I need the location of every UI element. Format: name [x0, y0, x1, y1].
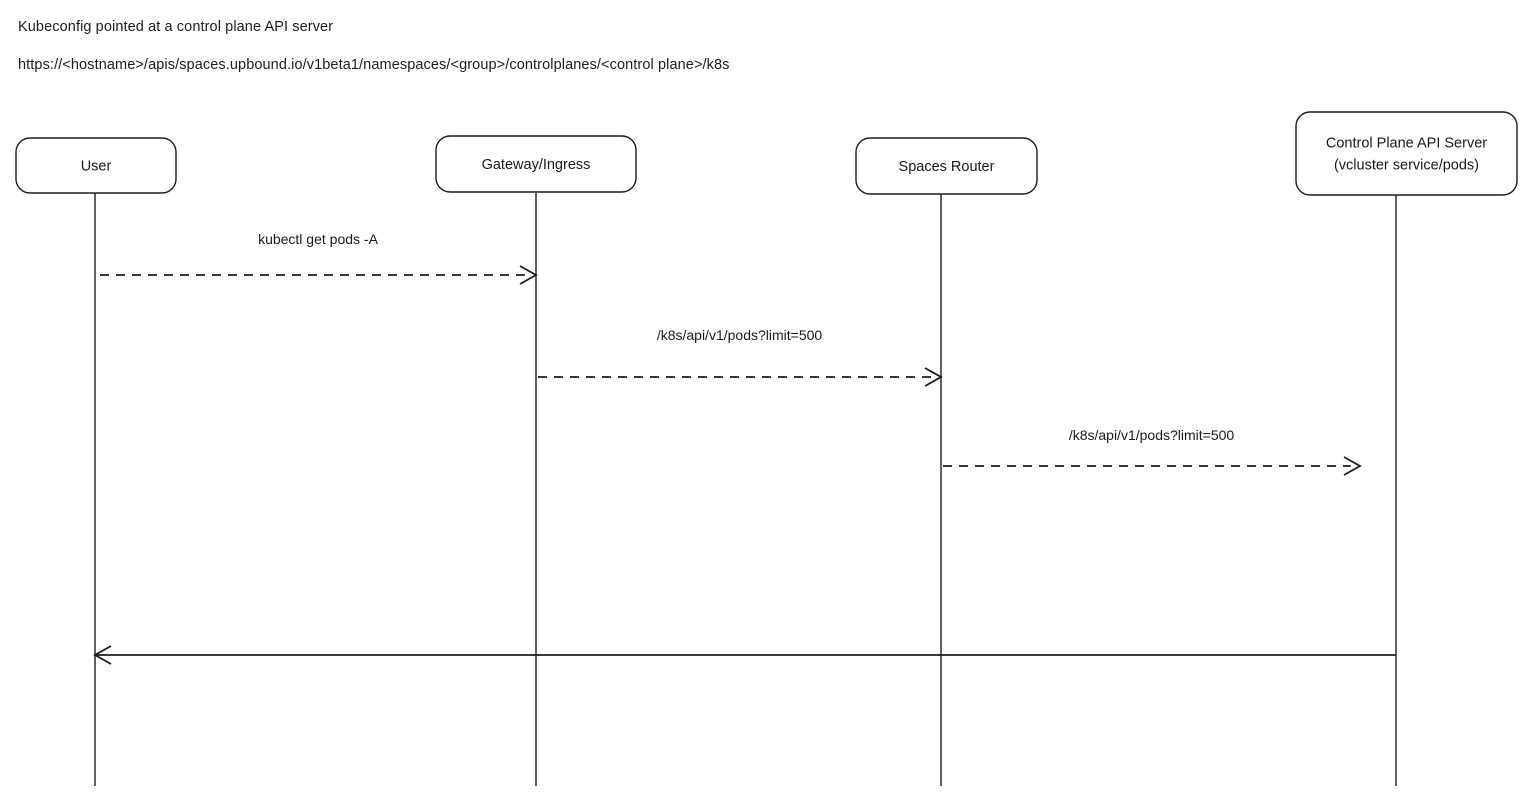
actor-box-control-plane[interactable] [1295, 111, 1518, 196]
msg-2-label: /k8s/api/v1/pods?limit=500 [657, 327, 823, 343]
actor-sublabel-control-plane: (vcluster service/pods) [1334, 157, 1479, 173]
msg-2[interactable]: /k8s/api/v1/pods?limit=500 [538, 327, 943, 387]
msg-3[interactable]: /k8s/api/v1/pods?limit=500 [943, 427, 1362, 476]
msg-2-arrowhead [924, 367, 943, 387]
actor-box-user[interactable] [15, 137, 177, 194]
msg-1[interactable]: kubectl get pods -A [100, 231, 538, 285]
actor-spaces-router[interactable]: Spaces Router [855, 137, 1038, 195]
actor-control-plane[interactable]: Control Plane API Server (vcluster servic… [1295, 111, 1518, 196]
msg-4-arrowhead [93, 645, 112, 665]
actor-box-spaces-router[interactable] [855, 137, 1038, 195]
actor-user[interactable]: User [15, 137, 177, 194]
note-kubeconfig-title: Kubeconfig pointed at a control plane AP… [18, 19, 334, 35]
actor-label-spaces-router: Spaces Router [899, 159, 995, 175]
actor-label-user: User [81, 158, 112, 174]
message-group: kubectl get pods -A/k8s/api/v1/pods?limi… [93, 231, 1396, 665]
msg-1-arrowhead [519, 265, 538, 285]
actor-label-gateway: Gateway/Ingress [482, 157, 591, 173]
msg-3-arrowhead [1343, 456, 1362, 476]
actor-group: User Gateway/Ingress Spaces Router Control … [15, 111, 1518, 196]
msg-4[interactable] [93, 645, 1396, 665]
actor-gateway[interactable]: Gateway/Ingress [435, 135, 637, 193]
note-api-server-url: https://<hostname>/apis/spaces.upbound.i… [18, 57, 730, 73]
msg-3-label: /k8s/api/v1/pods?limit=500 [1069, 427, 1235, 443]
actor-label-control-plane: Control Plane API Server [1326, 135, 1487, 151]
lifeline-group [94, 193, 1397, 786]
actor-box-gateway[interactable] [435, 135, 637, 193]
msg-1-label: kubectl get pods -A [258, 231, 379, 247]
